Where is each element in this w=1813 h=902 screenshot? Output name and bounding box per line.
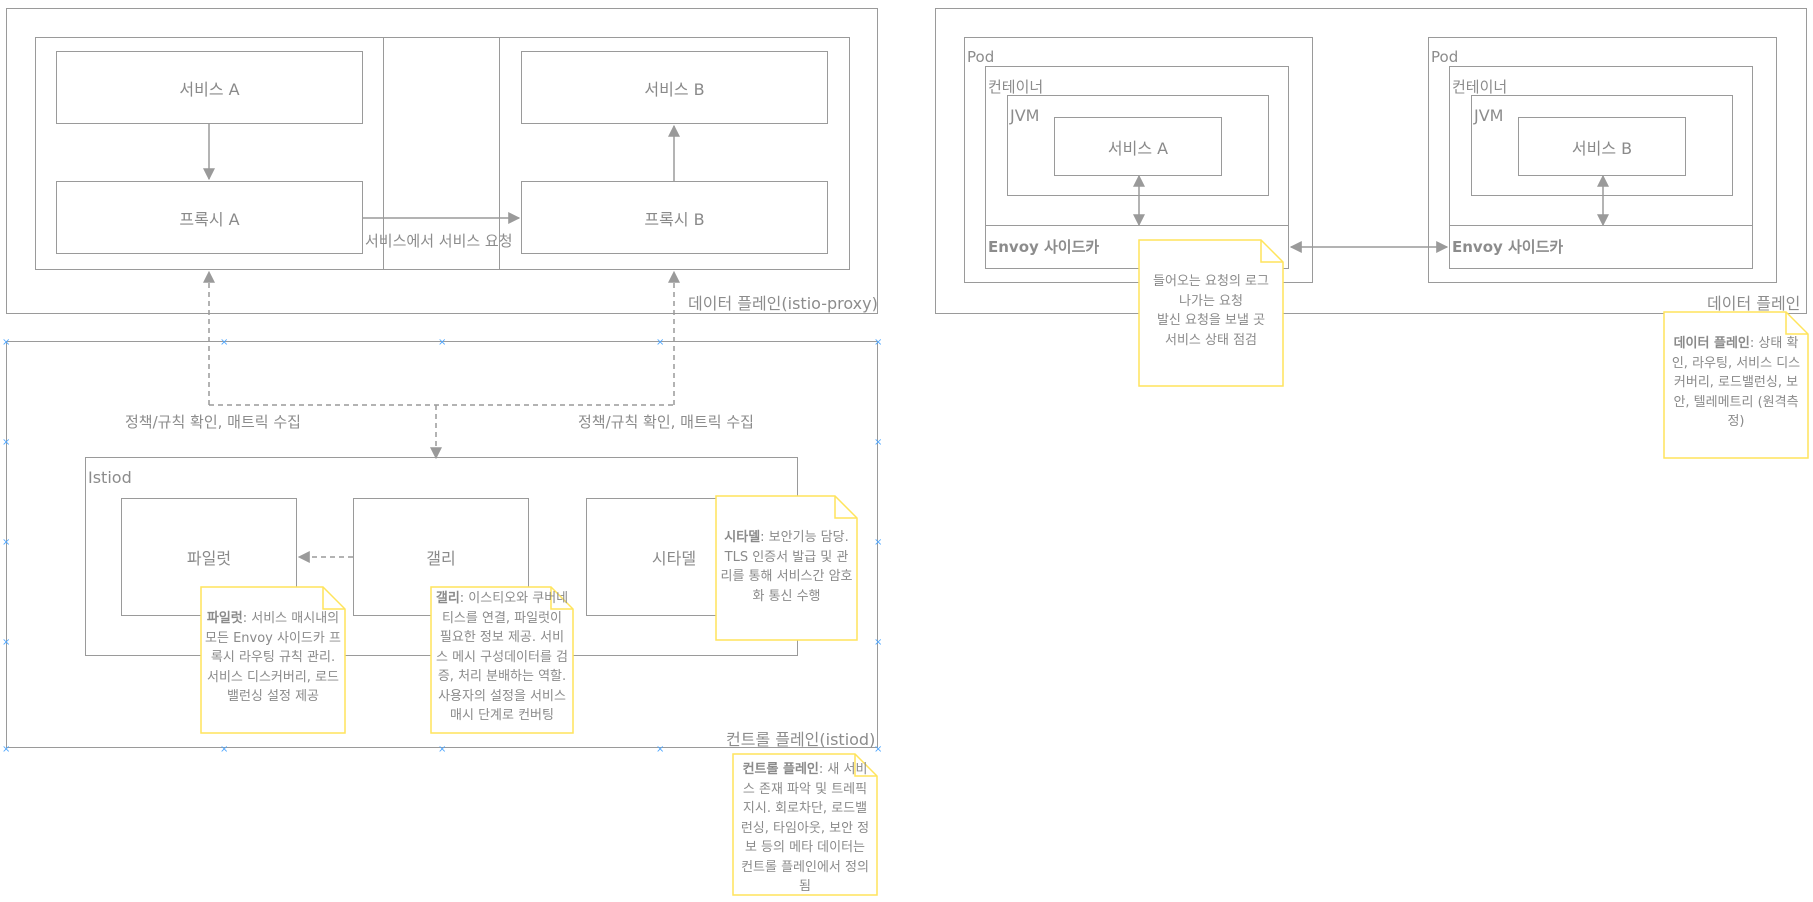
- proxy-b-label: 프록시 B: [644, 209, 705, 229]
- jvm-b-label: JVM: [1474, 106, 1504, 125]
- container-b-label: 컨테이너: [1452, 78, 1508, 96]
- svg-text:×: ×: [874, 437, 882, 448]
- right-data-plane-frame: [935, 8, 1807, 314]
- pilot-label: 파일럿: [186, 549, 232, 568]
- note-control-plane-text: : 새 서비스 존재 파악 및 트레픽 지시. 회로차단, 로드밸런싱, 타임아…: [740, 762, 870, 894]
- note-galley-title: 갤리: [435, 591, 460, 606]
- note-citadel-frame: [715, 495, 858, 641]
- container-a-label: 컨테이너: [988, 78, 1044, 96]
- svg-text:×: ×: [874, 337, 882, 348]
- note-citadel-title: 시타델: [724, 530, 761, 545]
- note-citadel-text: : 보안기능 담당. TLS 인증서 발급 및 관리를 통해 서비스간 암호화 …: [720, 530, 853, 604]
- svg-text:×: ×: [2, 337, 10, 348]
- data-plane-label: 데이터 플레인(istio-proxy): [688, 294, 878, 313]
- note-data-plane-text: : 상태 확인, 라우팅, 서비스 디스커버리, 로드밸런싱, 보안, 텔레메트…: [1671, 336, 1801, 429]
- proxy-a-box: 프록시 A: [56, 181, 363, 254]
- note-pilot-frame: [200, 586, 346, 734]
- note-citadel: 시타델: 보안기능 담당. TLS 인증서 발급 및 관리를 통해 서비스간 암…: [716, 496, 857, 640]
- policy-label-right: 정책/규칙 확인, 매트릭 수집: [578, 413, 754, 431]
- svg-text:×: ×: [874, 637, 882, 648]
- note-envoy-frame: [1138, 239, 1284, 387]
- selection-handles: × × × × × × × × × × × × × × × ×: [2, 337, 882, 755]
- svg-text:×: ×: [656, 744, 664, 755]
- pod-b-label: Pod: [1431, 48, 1459, 66]
- proxy-b-box: 프록시 B: [521, 181, 828, 254]
- note-control-plane: 컨트롤 플레인: 새 서비스 존재 파악 및 트레픽 지시. 회로차단, 로드밸…: [733, 754, 877, 895]
- svg-text:×: ×: [874, 744, 882, 755]
- envoy-b-label: Envoy 사이드카: [1452, 238, 1564, 256]
- citadel-label: 시타델: [651, 549, 697, 568]
- note-control-plane-frame: [732, 753, 878, 896]
- note-envoy-line-4: 서비스 상태 점검: [1165, 332, 1257, 348]
- service-b-box: 서비스 B: [521, 51, 828, 124]
- svg-text:×: ×: [438, 744, 446, 755]
- note-envoy: 들어오는 요청의 로그 나가는 요청 발신 요청을 보낼 곳 서비스 상태 점검: [1139, 240, 1283, 386]
- envoy-a-label: Envoy 사이드카: [988, 238, 1100, 256]
- jvm-a-label: JVM: [1010, 106, 1040, 125]
- service-to-service-label: 서비스에서 서비스 요청: [365, 232, 513, 250]
- control-plane-frame[interactable]: [6, 341, 878, 748]
- note-galley-frame: [430, 586, 574, 734]
- svg-text:×: ×: [438, 337, 446, 348]
- note-data-plane: 데이터 플레인: 상태 확인, 라우팅, 서비스 디스커버리, 로드밸런싱, 보…: [1664, 312, 1808, 458]
- svg-text:×: ×: [2, 437, 10, 448]
- pod-b-frame: [1428, 37, 1777, 283]
- service-a-label: 서비스 A: [179, 79, 240, 99]
- svg-text:×: ×: [656, 337, 664, 348]
- svg-text:×: ×: [2, 637, 10, 648]
- service-b-label: 서비스 B: [644, 79, 705, 99]
- svg-text:×: ×: [220, 337, 228, 348]
- proxy-a-label: 프록시 A: [179, 209, 240, 229]
- istiod-label: Istiod: [88, 468, 132, 487]
- note-galley: 갤리: 이스티오와 쿠버네티스를 연결, 파일럿이 필요한 정보 제공. 서비스…: [431, 587, 573, 733]
- svg-text:×: ×: [220, 744, 228, 755]
- pod-a-label: Pod: [967, 48, 995, 66]
- jvm-service-a-label: 서비스 A: [1107, 138, 1169, 158]
- mesh-middle-column: [383, 37, 500, 270]
- control-plane-label: 컨트롤 플레인(istiod): [726, 730, 876, 749]
- galley-label: 갤리: [426, 549, 456, 568]
- note-pilot-text: : 서비스 매시내의 모든 Envoy 사이드카 프록시 라우팅 규칙 관리. …: [205, 611, 341, 704]
- svg-text:×: ×: [2, 744, 10, 755]
- jvm-service-b-label: 서비스 B: [1571, 138, 1633, 158]
- right-data-plane-label: 데이터 플레인: [1707, 294, 1801, 313]
- policy-label-left: 정책/규칙 확인, 매트릭 수집: [125, 413, 301, 431]
- note-envoy-line-1: 들어오는 요청의 로그: [1153, 274, 1269, 289]
- data-plane-frame: [6, 8, 878, 314]
- note-envoy-line-2: 나가는 요청: [1179, 293, 1243, 309]
- note-galley-text: : 이스티오와 쿠버네티스를 연결, 파일럿이 필요한 정보 제공. 서비스 메…: [436, 591, 569, 723]
- note-control-plane-title: 컨트롤 플레인: [742, 762, 819, 777]
- note-envoy-line-3: 발신 요청을 보낼 곳: [1156, 313, 1266, 328]
- note-data-plane-frame: [1663, 311, 1809, 459]
- note-pilot: 파일럿: 서비스 매시내의 모든 Envoy 사이드카 프록시 라우팅 규칙 관…: [201, 587, 345, 733]
- svg-text:×: ×: [874, 537, 882, 548]
- service-a-box: 서비스 A: [56, 51, 363, 124]
- note-data-plane-title: 데이터 플레인: [1673, 336, 1750, 351]
- note-pilot-title: 파일럿: [206, 611, 243, 626]
- svg-text:×: ×: [2, 537, 10, 548]
